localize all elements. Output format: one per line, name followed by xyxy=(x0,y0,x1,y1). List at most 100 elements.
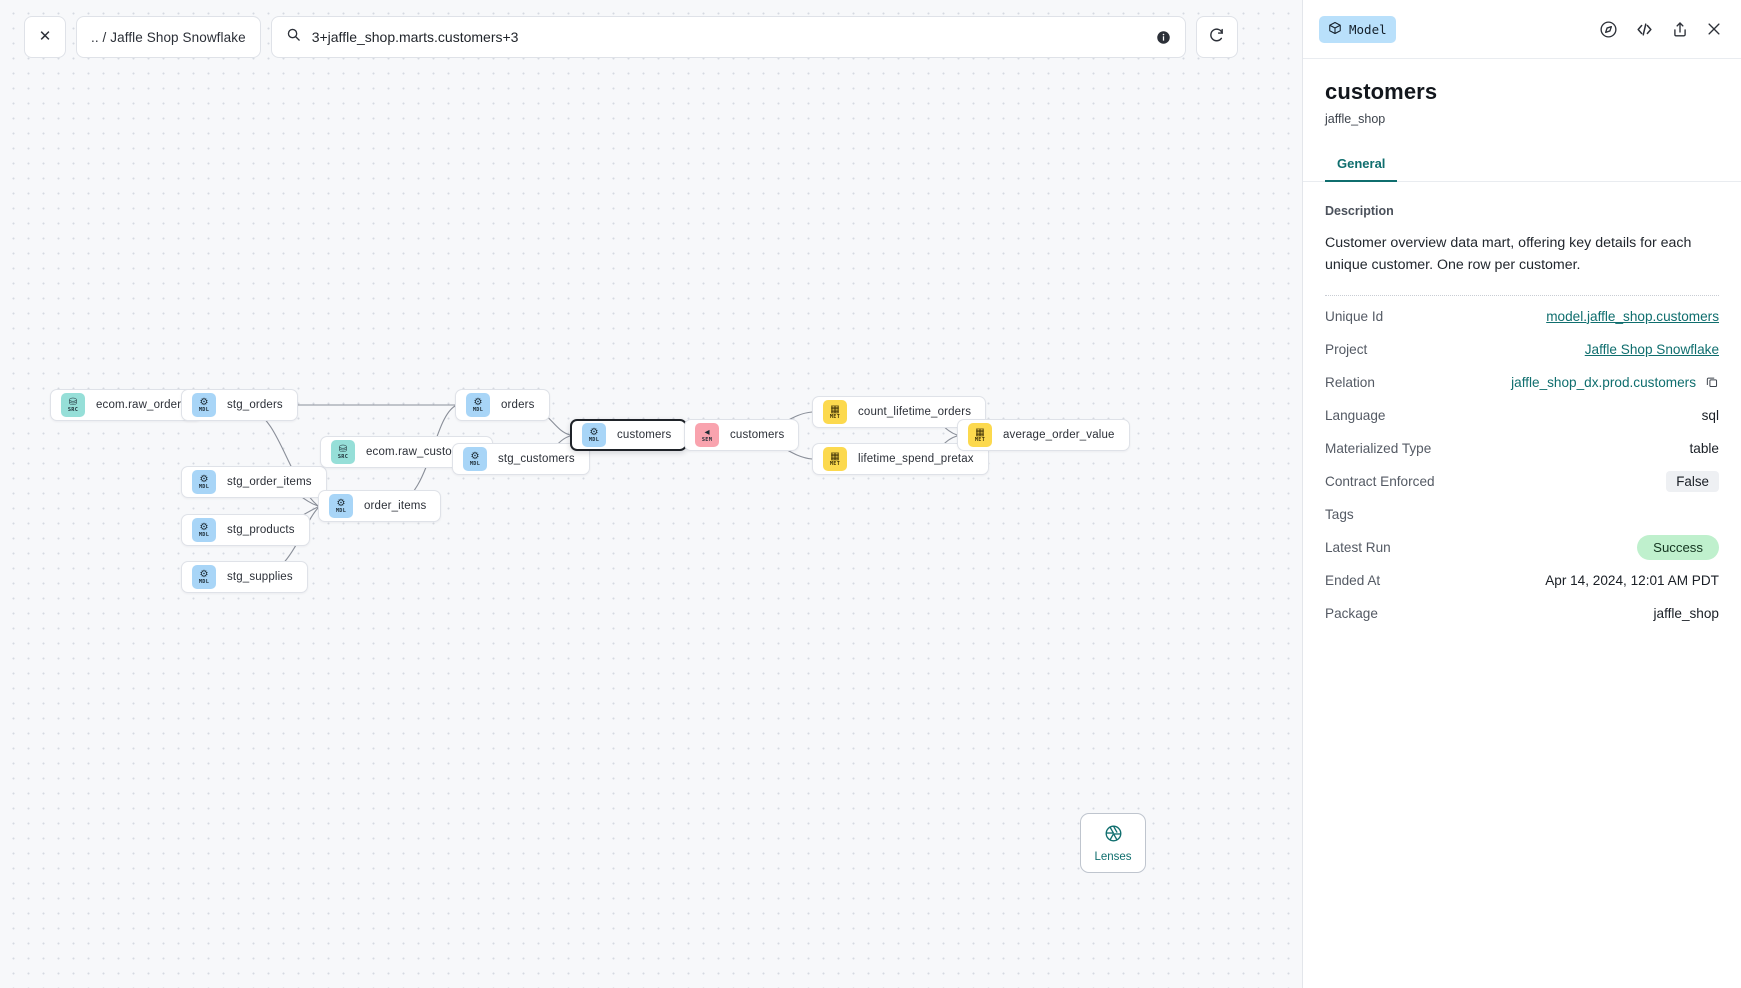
canvas-toolbar: .. / Jaffle Shop Snowflake 3+jaffle_shop… xyxy=(24,16,1238,58)
property-value-wrap: table xyxy=(1690,441,1719,456)
graph-node-customers_semantic[interactable]: ◂SEM customers xyxy=(684,419,800,451)
source-badge-icon: ⛁SRC xyxy=(61,393,85,417)
property-row: Language sql xyxy=(1325,399,1719,432)
graph-node-lifetime_spend_pretax[interactable]: ▦MET lifetime_spend_pretax xyxy=(812,443,989,475)
close-canvas-button[interactable] xyxy=(24,16,66,58)
lenses-label: Lenses xyxy=(1094,850,1132,863)
semantic-badge-icon: ◂SEM xyxy=(695,423,719,447)
property-row: Relation jaffle_shop_dx.prod.customers xyxy=(1325,366,1719,399)
property-value-wrap: jaffle_shop xyxy=(1653,606,1719,621)
property-value: False xyxy=(1666,470,1719,492)
graph-node-label: count_lifetime_orders xyxy=(858,406,972,418)
code-icon[interactable] xyxy=(1634,20,1655,39)
metric-badge-icon: ▦MET xyxy=(823,400,847,424)
model-badge-icon: ⚙MDL xyxy=(466,393,490,417)
property-key: Project xyxy=(1325,341,1368,357)
status-badge: Success xyxy=(1637,534,1719,560)
property-value-wrap: Success xyxy=(1637,534,1719,560)
breadcrumb[interactable]: .. / Jaffle Shop Snowflake xyxy=(76,16,261,58)
panel-title-block: customers jaffle_shop xyxy=(1303,59,1741,126)
property-key: Unique Id xyxy=(1325,308,1384,324)
lenses-button[interactable]: Lenses xyxy=(1080,813,1146,873)
property-value-wrap: jaffle_shop_dx.prod.customers xyxy=(1511,375,1719,390)
model-badge-icon: ⚙MDL xyxy=(463,447,487,471)
property-value[interactable]: model.jaffle_shop.customers xyxy=(1546,308,1719,324)
graph-node-stg_orders[interactable]: ⚙MDL stg_orders xyxy=(181,389,298,421)
lineage-canvas[interactable]: .. / Jaffle Shop Snowflake 3+jaffle_shop… xyxy=(0,0,1302,988)
property-key: Language xyxy=(1325,407,1386,423)
property-row: Project Jaffle Shop Snowflake xyxy=(1325,333,1719,366)
graph-node-average_order_value[interactable]: ▦MET average_order_value xyxy=(957,419,1130,451)
metric-badge-icon: ▦MET xyxy=(968,423,992,447)
copy-icon[interactable] xyxy=(1705,375,1719,389)
graph-node-count_lifetime_orders[interactable]: ▦MET count_lifetime_orders xyxy=(812,396,987,428)
property-value: table xyxy=(1689,440,1719,456)
property-value: Apr 14, 2024, 12:01 AM PDT xyxy=(1545,572,1719,588)
graph-node-label: customers xyxy=(617,429,672,441)
description-text: Customer overview data mart, offering ke… xyxy=(1325,235,1692,274)
info-icon[interactable] xyxy=(1156,30,1171,45)
model-badge-icon: ⚙MDL xyxy=(192,565,216,589)
property-row: Package jaffle_shop xyxy=(1325,597,1719,630)
model-badge-icon: ⚙MDL xyxy=(192,393,216,417)
section-divider xyxy=(1325,294,1719,296)
property-value-wrap: Jaffle Shop Snowflake xyxy=(1585,342,1719,357)
node-kind-label: Model xyxy=(1349,21,1387,37)
model-badge-icon: ⚙MDL xyxy=(192,470,216,494)
panel-subtitle: jaffle_shop xyxy=(1325,112,1386,126)
share-icon[interactable] xyxy=(1671,20,1689,39)
property-value-wrap: sql xyxy=(1702,408,1719,423)
search-field[interactable]: 3+jaffle_shop.marts.customers+3 xyxy=(270,16,1186,58)
details-panel: Model xyxy=(1302,0,1741,988)
graph-node-label: stg_supplies xyxy=(227,571,293,583)
property-value[interactable]: jaffle_shop_dx.prod.customers xyxy=(1511,374,1696,390)
graph-node-stg_customers[interactable]: ⚙MDL stg_customers xyxy=(452,443,590,475)
aperture-icon xyxy=(1104,824,1123,848)
graph-node-label: customers xyxy=(730,429,785,441)
panel-header: Model xyxy=(1303,0,1741,59)
close-icon xyxy=(39,28,52,46)
source-badge-icon: ⛁SRC xyxy=(331,440,355,464)
search-input-value[interactable]: 3+jaffle_shop.marts.customers+3 xyxy=(311,29,519,45)
tab-general[interactable]: General xyxy=(1325,150,1398,182)
close-icon[interactable] xyxy=(1705,20,1723,38)
property-value-wrap: False xyxy=(1666,470,1719,492)
metric-badge-icon: ▦MET xyxy=(823,447,847,471)
node-kind-badge[interactable]: Model xyxy=(1319,15,1396,43)
property-value: sql xyxy=(1701,407,1719,423)
graph-node-label: average_order_value xyxy=(1003,429,1115,441)
compass-icon[interactable] xyxy=(1599,20,1618,39)
property-key: Relation xyxy=(1325,374,1375,390)
model-badge-icon: ⚙MDL xyxy=(192,518,216,542)
property-key: Package xyxy=(1325,605,1378,621)
cube-icon xyxy=(1328,21,1342,38)
graph-node-label: stg_customers xyxy=(498,453,575,465)
property-value-wrap: model.jaffle_shop.customers xyxy=(1546,309,1719,324)
refresh-button[interactable] xyxy=(1195,16,1238,58)
property-value[interactable]: Jaffle Shop Snowflake xyxy=(1584,341,1719,357)
graph-node-label: stg_orders xyxy=(227,399,283,411)
property-row: Ended At Apr 14, 2024, 12:01 AM PDT xyxy=(1325,564,1719,597)
property-key: Tags xyxy=(1325,506,1354,522)
graph-node-label: lifetime_spend_pretax xyxy=(858,453,974,465)
description-label: Description xyxy=(1325,204,1394,218)
property-row: Tags xyxy=(1325,498,1719,531)
property-row: Contract Enforced False xyxy=(1325,465,1719,498)
graph-node-label: order_items xyxy=(364,500,427,512)
graph-node-label: ecom.raw_customers xyxy=(366,446,478,458)
panel-content: Description Customer overview data mart,… xyxy=(1303,182,1741,988)
property-key: Contract Enforced xyxy=(1325,473,1435,489)
property-key: Ended At xyxy=(1325,572,1381,588)
graph-node-stg_supplies[interactable]: ⚙MDL stg_supplies xyxy=(181,561,308,593)
refresh-icon xyxy=(1208,26,1225,48)
